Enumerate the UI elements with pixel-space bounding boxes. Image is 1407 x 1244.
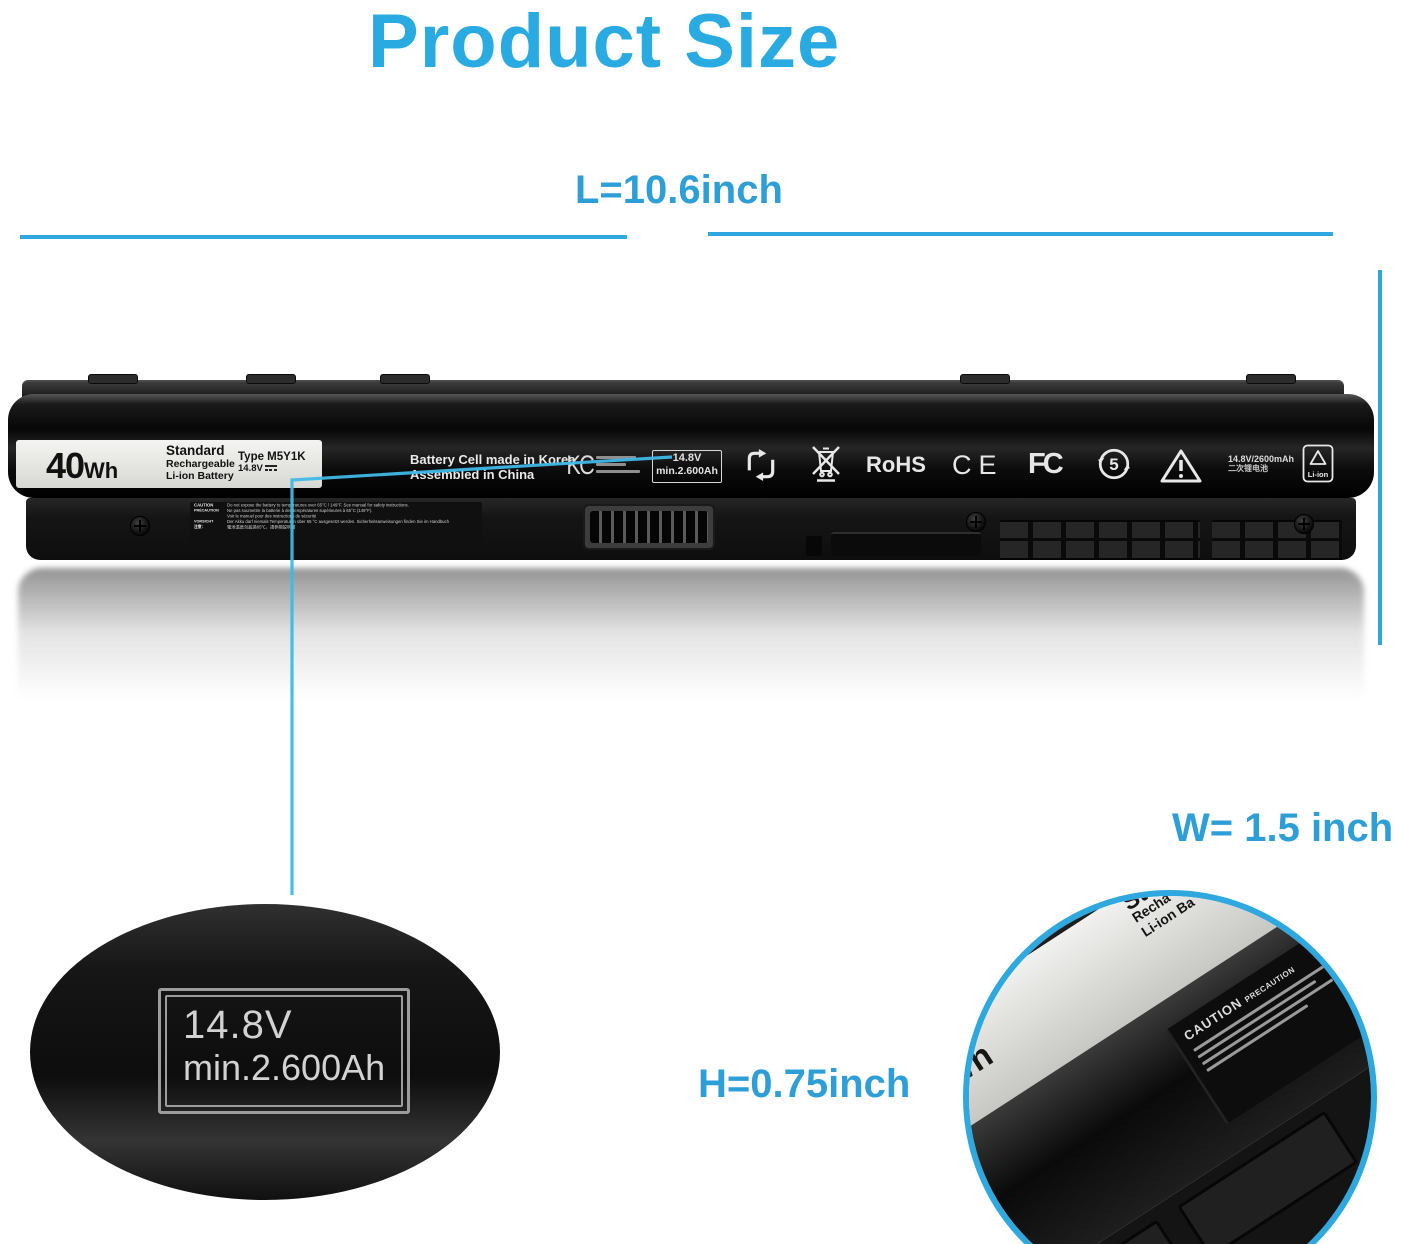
lid-tab xyxy=(1246,374,1296,384)
vent-tiles xyxy=(1212,520,1342,560)
connector-comb xyxy=(583,504,715,550)
rohs-mark: RoHS xyxy=(866,452,926,477)
dc-current-icon xyxy=(264,464,277,471)
battery-body: 40Wh Standard Rechargeable Li-ion Batter… xyxy=(8,394,1374,498)
zoom-voltage: 14.8V xyxy=(183,1003,293,1047)
grade-line3: Li-ion Battery xyxy=(166,470,234,482)
battery-grade-block: Standard Rechargeable Li-ion Battery xyxy=(166,443,235,483)
screw xyxy=(130,516,150,536)
capacity-label: 40Wh xyxy=(46,445,118,487)
zoom-detail-ellipse: 14.8V min.2.600Ah xyxy=(30,904,500,1200)
weee-bin-icon xyxy=(812,446,840,482)
fcc-mark: FC xyxy=(1028,448,1064,480)
warning-triangle-icon xyxy=(1160,449,1202,483)
model-number: Type M5Y1K xyxy=(238,451,306,463)
screw xyxy=(966,512,986,532)
rating-capacity: min.2.600Ah xyxy=(656,465,718,477)
kc-fine-print xyxy=(596,463,626,466)
svg-text:5: 5 xyxy=(1109,455,1118,474)
svg-text:Li-ion: Li-ion xyxy=(1308,470,1329,479)
kc-fine-print xyxy=(596,470,640,473)
capacity-value: 40 xyxy=(46,445,85,486)
liion-recycle-icon: Li-ion xyxy=(1302,444,1334,483)
height-dimension-label: H=0.75inch xyxy=(698,1062,911,1106)
length-dimension-label: L=10.6inch xyxy=(575,168,783,212)
lid-tab xyxy=(960,374,1010,384)
capacity-unit: Wh xyxy=(963,1035,1000,1097)
latch-tab xyxy=(806,536,822,556)
battery-type-block: Type M5Y1K 14.8V xyxy=(238,451,306,475)
lid-tab xyxy=(380,374,430,384)
origin-text: Battery Cell made in Korea Assembled in … xyxy=(410,452,576,482)
lid-tab xyxy=(88,374,138,384)
kc-fine-print xyxy=(596,456,636,459)
zoom-capacity: min.2.600Ah xyxy=(183,1047,386,1088)
battery-spec-label: 40Wh Standard Rechargeable Li-ion Batter… xyxy=(16,440,322,488)
battery-reflection xyxy=(18,568,1364,723)
efup-recycle-icon: 5 xyxy=(1098,448,1130,480)
recycle-square-icon xyxy=(747,449,775,481)
screw xyxy=(1294,514,1314,534)
zoom-corner-circle: 40Wh Sta Recha Li-ion Ba CAUTION PRECAUT… xyxy=(963,890,1377,1244)
rating-box: 14.8V min.2.600Ah xyxy=(652,450,722,483)
voltage-value: 14.8V xyxy=(238,463,306,475)
ce-mark: CE xyxy=(952,450,1004,480)
vent-tiles xyxy=(1000,520,1200,560)
width-dimension-label: W= 1.5 inch xyxy=(1172,806,1394,850)
lid-tab xyxy=(246,374,296,384)
battery-photo: 40Wh Standard Rechargeable Li-ion Batter… xyxy=(8,372,1374,723)
zoom-corner-battery: 40Wh Sta Recha Li-ion Ba CAUTION PRECAUT… xyxy=(963,890,1371,1244)
grade-line2: Rechargeable xyxy=(166,457,235,470)
latch-slider xyxy=(831,532,981,556)
rating-plate: 14.8V min.2.600Ah xyxy=(158,988,410,1114)
rating-voltage: 14.8V xyxy=(672,452,702,464)
page-title: Product Size xyxy=(368,0,841,84)
capacity-unit: Wh xyxy=(84,458,119,483)
partial-grade-text: Sta Recha Li-ion Ba xyxy=(1117,890,1198,940)
fine-print xyxy=(1193,962,1329,1052)
grade-title: Standard xyxy=(166,443,225,458)
small-rating-text: 14.8V/2600mAh 二次锂电池 xyxy=(1228,454,1295,473)
kc-mark: KC xyxy=(566,450,594,480)
